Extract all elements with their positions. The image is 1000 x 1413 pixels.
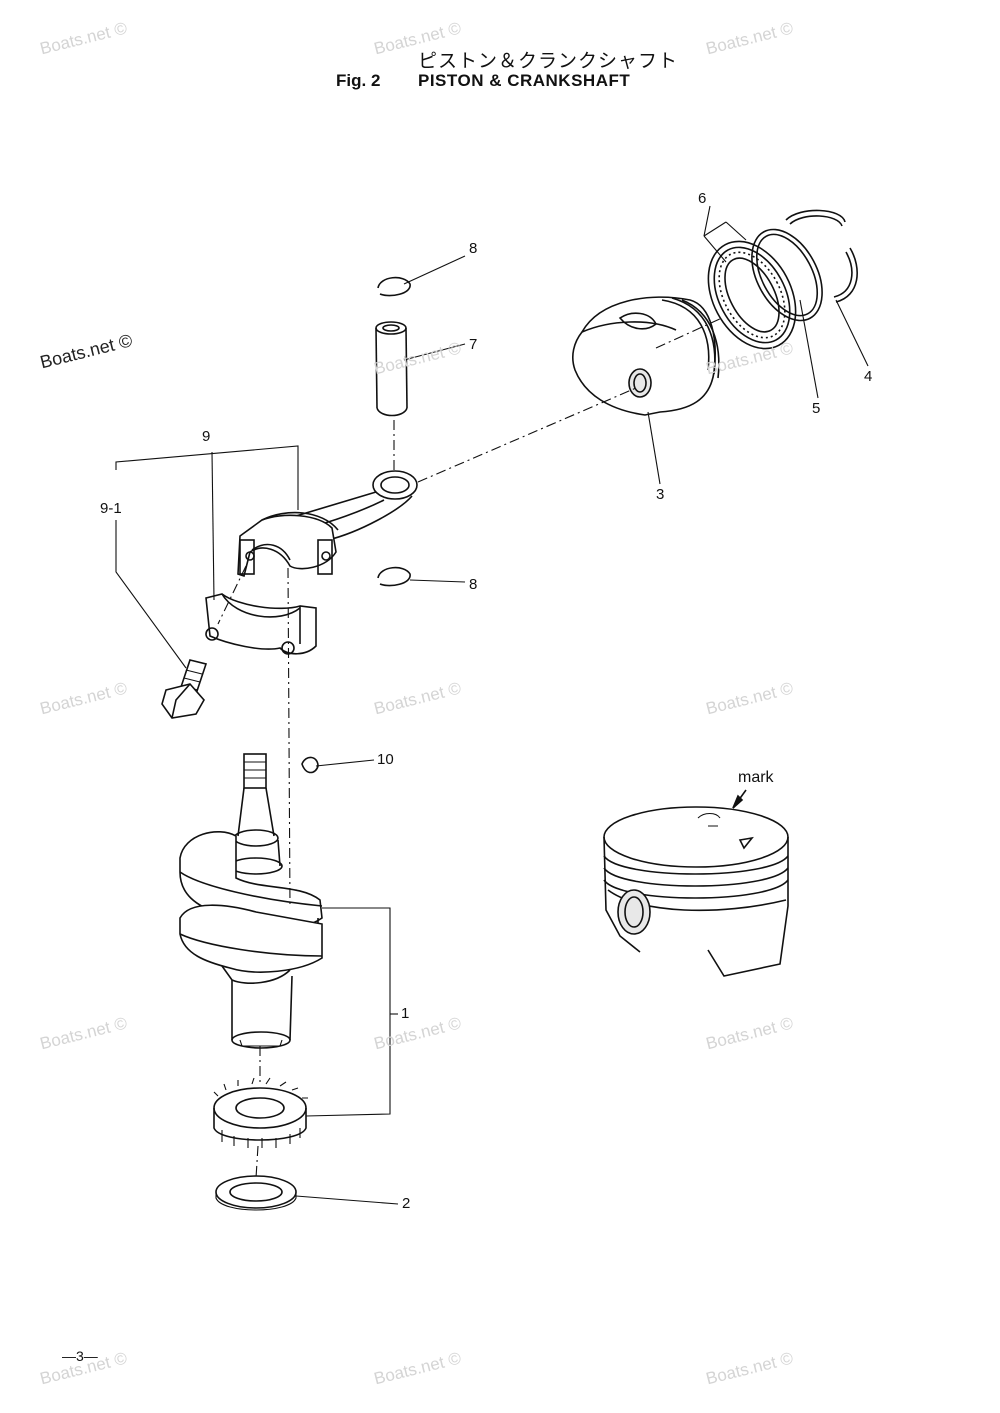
crankshaft: [179, 753, 323, 1049]
callout-2: 2: [402, 1195, 411, 1212]
crank-gear: [213, 1077, 308, 1148]
piston-pin: [375, 321, 408, 417]
callout-8-top: 8: [469, 240, 478, 257]
compression-ring-top: [785, 209, 846, 227]
connecting-rod: [237, 470, 418, 578]
callout-5: 5: [812, 400, 821, 417]
callout-6: 6: [698, 190, 707, 207]
piston: [572, 296, 720, 416]
callout-8-bottom: 8: [469, 576, 478, 593]
callout-9-1: 9-1: [100, 500, 122, 517]
piston-mark-detail: [603, 789, 789, 977]
callout-9: 9: [202, 428, 211, 445]
ring-set-5: [751, 228, 823, 322]
oil-ring-6: [707, 240, 797, 350]
figure-title: PISTON & CRANKSHAFT: [418, 71, 631, 90]
figure-number: Fig. 2: [336, 71, 381, 90]
mark-label: mark: [738, 769, 774, 786]
compression-ring-4: [833, 247, 858, 303]
woodruff-key: [301, 756, 319, 774]
piston-pin-clip-top: [377, 276, 411, 297]
piston-pin-clip-bottom: [377, 566, 411, 587]
callout-10: 10: [377, 751, 394, 768]
callout-7: 7: [469, 336, 478, 353]
callout-1: 1: [401, 1005, 410, 1022]
connecting-rod-bolt: [161, 659, 208, 719]
thrust-washer: [215, 1175, 297, 1211]
assembly-lines: [217, 317, 723, 1179]
callout-3: 3: [656, 486, 665, 503]
title-japanese: ピストン＆クランクシャフト: [418, 51, 679, 72]
connecting-rod-cap: [205, 593, 317, 655]
leader-lines: [115, 205, 869, 1205]
callout-4: 4: [864, 368, 873, 385]
page-number: —3—: [62, 1348, 98, 1364]
